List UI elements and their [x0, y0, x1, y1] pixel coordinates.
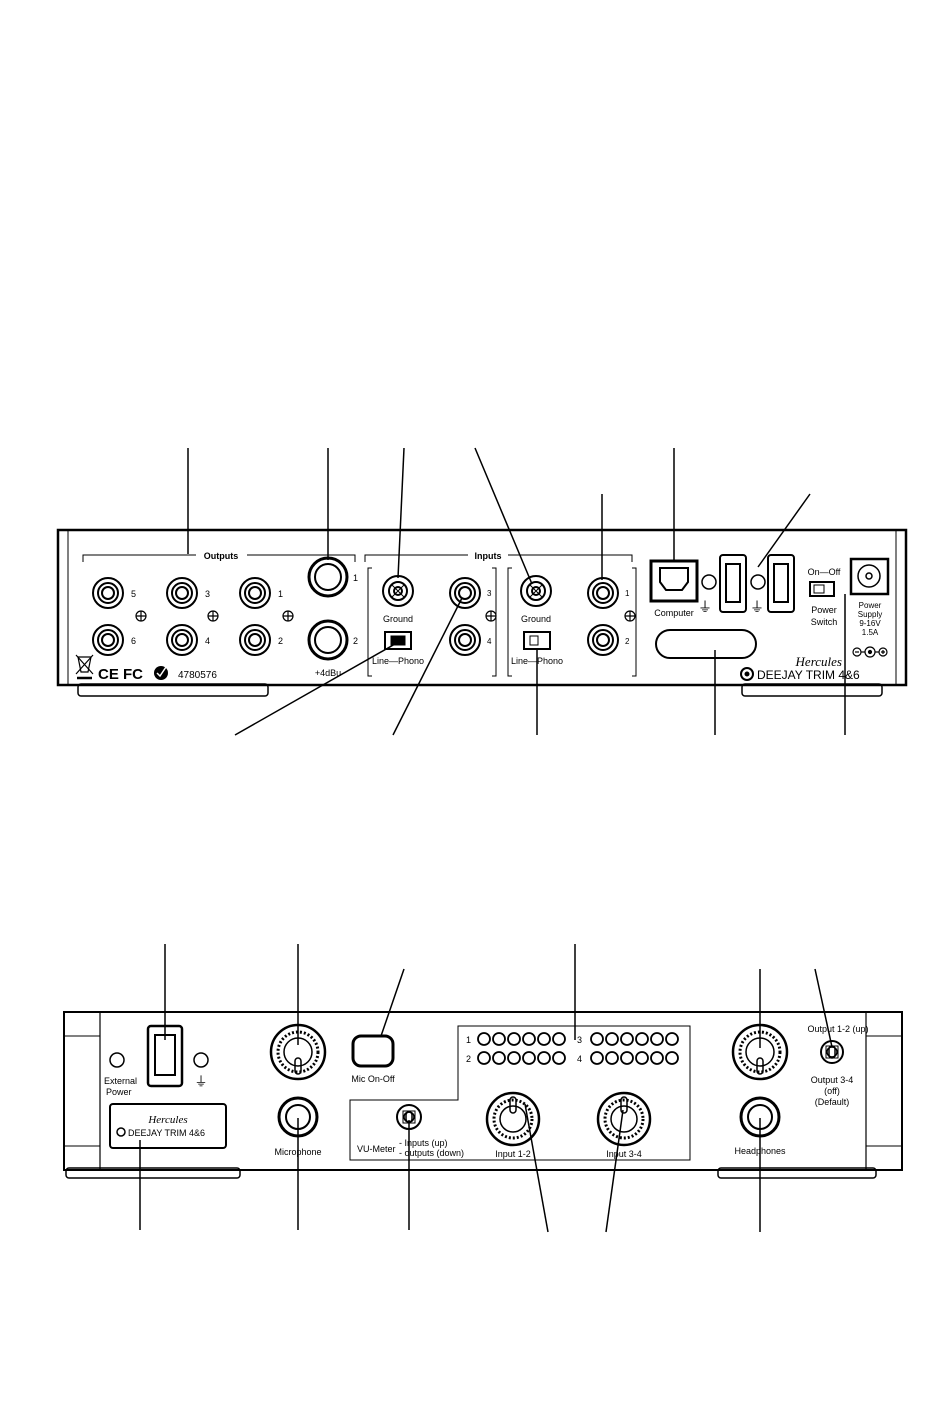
rear-callout-lines — [187, 447, 846, 736]
rear-panel — [56, 528, 908, 697]
power-switch-label: Switch — [811, 617, 838, 627]
input-1-2-label: Input 1-2 — [495, 1149, 531, 1159]
input-1-2-knob[interactable] — [485, 1091, 541, 1147]
outputs-label: Outputs — [204, 551, 239, 561]
usb-symbol-icon: ⏚ — [750, 599, 764, 615]
xlr-number: 2 — [353, 636, 358, 646]
ground-label: Ground — [383, 614, 413, 624]
model-name: DEEJAY TRIM 4&6 — [757, 668, 860, 682]
external-power-led — [109, 1052, 125, 1068]
logo-plate — [109, 1103, 227, 1149]
xlr-outputs — [307, 556, 349, 661]
line-phono-label: Line—Phono — [372, 656, 424, 666]
vu-row-number: 2 — [466, 1054, 471, 1064]
external-power-label: External — [104, 1076, 137, 1086]
mic-on-off-button[interactable] — [351, 1034, 395, 1068]
computer-label: Computer — [654, 608, 694, 618]
vu-panel — [349, 1025, 691, 1161]
output-number: 5 — [131, 589, 136, 599]
ctick-icon — [154, 666, 168, 680]
usb-host-port-2 — [767, 554, 795, 613]
front-panel — [63, 1011, 903, 1179]
inputs-bracket — [364, 554, 633, 562]
vu-meter-label: VU-Meter — [357, 1144, 396, 1154]
output-down-label: (off) — [824, 1086, 840, 1096]
polarity-symbol — [852, 646, 888, 658]
output-number: 6 — [131, 636, 136, 646]
brand-logo: Hercules — [795, 654, 842, 669]
rear-led-1 — [701, 574, 717, 590]
output-number: 2 — [278, 636, 283, 646]
usb-symbol-icon: ⏚ — [698, 599, 712, 615]
vu-meter-leds — [477, 1032, 679, 1065]
logo-swirl-icon — [116, 1127, 126, 1137]
vu-row-number: 4 — [577, 1054, 582, 1064]
certification-marks: CE FC — [98, 666, 143, 683]
power-supply-label: 9-16V — [859, 619, 881, 628]
output-number: 4 — [205, 636, 210, 646]
output-number: 1 — [278, 589, 283, 599]
weee-icon — [75, 654, 94, 680]
vu-row-number: 3 — [577, 1035, 582, 1045]
input-number: 4 — [487, 637, 492, 646]
input-3-4-label: Input 3-4 — [606, 1149, 642, 1159]
xlr-level-label: +4dBu — [315, 668, 341, 678]
power-supply-label: 1.5A — [862, 628, 879, 637]
serial-number: 4780576 — [178, 670, 217, 681]
logo-swirl-icon — [740, 667, 754, 681]
usb-symbol-icon: ⏚ — [194, 1074, 207, 1089]
input-number: 2 — [625, 637, 630, 646]
brand-logo: Hercules — [147, 1114, 187, 1126]
input-jacks — [449, 577, 619, 656]
line-phono-switch-2[interactable] — [523, 631, 551, 650]
power-switch-label: Power — [811, 605, 837, 615]
ground-label: Ground — [521, 614, 551, 624]
output-down-label: (Default) — [815, 1097, 850, 1107]
input-number: 1 — [625, 589, 630, 598]
power-supply-label: Supply — [858, 610, 882, 619]
input-3-4-knob[interactable] — [596, 1091, 652, 1147]
power-supply-label: Power — [859, 601, 882, 610]
output-number: 3 — [205, 589, 210, 599]
rear-screws — [135, 610, 636, 622]
label-slot — [655, 629, 757, 659]
outputs-bracket — [82, 554, 356, 562]
output-up-label: Output 1-2 (up) — [807, 1024, 868, 1034]
power-supply-socket — [849, 557, 890, 596]
external-power-label: Power — [106, 1087, 132, 1097]
xlr-number: 1 — [353, 573, 358, 583]
line-phono-switch-1[interactable] — [384, 631, 412, 650]
on-off-label: On—Off — [808, 567, 841, 577]
front-callout-lines — [139, 944, 833, 1233]
rear-chassis — [56, 528, 908, 687]
front-chassis — [63, 1011, 903, 1171]
inputs-label: Inputs — [475, 551, 502, 561]
ground-terminals — [382, 575, 552, 607]
vu-inputs-label: - Inputs (up) — [399, 1138, 448, 1148]
output-down-label: Output 3-4 — [811, 1075, 854, 1085]
vu-outputs-label: - outputs (down) — [399, 1148, 464, 1158]
mic-on-off-label: Mic On-Off — [351, 1074, 395, 1084]
rear-usb-symbols: ⏚ ⏚ — [698, 599, 764, 615]
vu-row-number: 1 — [466, 1035, 471, 1045]
output-jacks — [92, 577, 271, 656]
usb-host-port-1 — [719, 554, 747, 613]
model-name: DEEJAY TRIM 4&6 — [128, 1128, 205, 1138]
power-switch[interactable] — [809, 581, 835, 597]
input-number: 3 — [487, 589, 492, 598]
